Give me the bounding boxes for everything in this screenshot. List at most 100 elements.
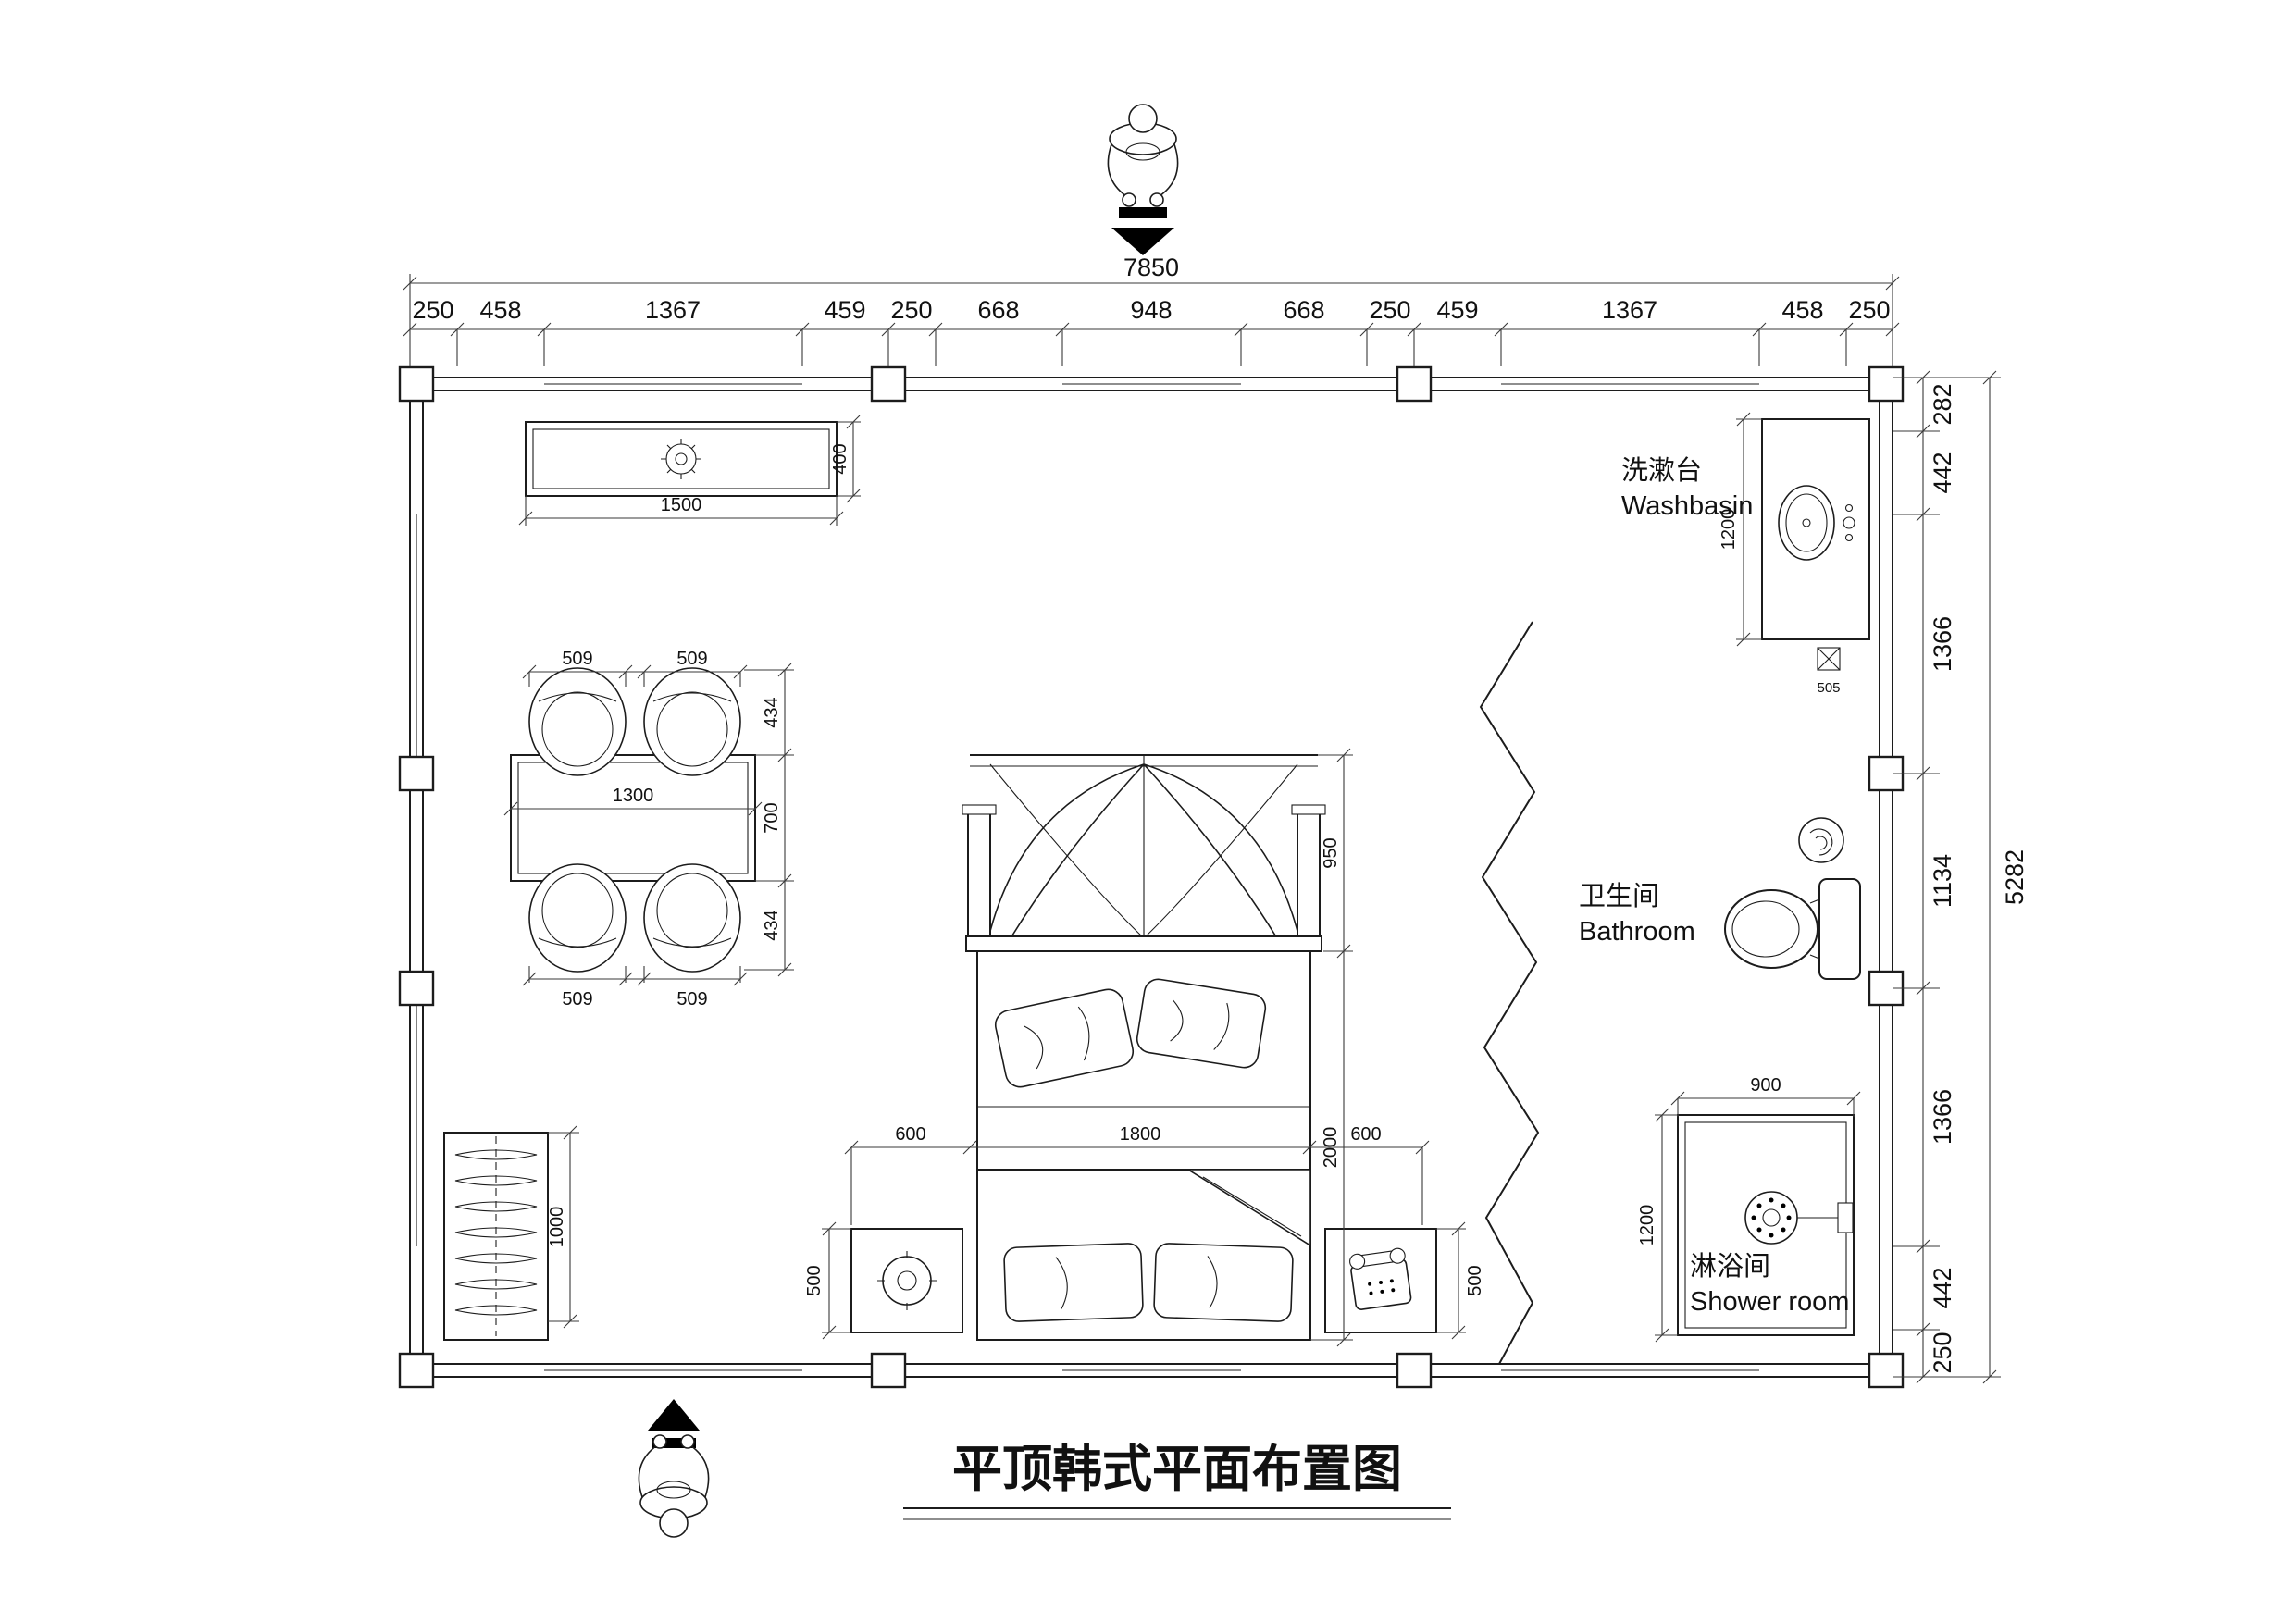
dim-label: 442 xyxy=(1929,1267,1956,1308)
dim-label: 1366 xyxy=(1929,616,1956,672)
phone-icon xyxy=(1349,1247,1412,1310)
dim-label: 600 xyxy=(895,1124,925,1145)
nightstand-right xyxy=(1324,1228,1437,1333)
dim-label: 1367 xyxy=(1602,296,1657,324)
hanger-icon xyxy=(454,1149,538,1316)
room-labels: 洗漱台 Washbasin 卫生间 Bathroom 淋浴间 Shower ro… xyxy=(1579,455,1849,1317)
dim-label: 282 xyxy=(1929,383,1956,425)
dim-label: 505 xyxy=(1817,680,1840,696)
nightstand-left xyxy=(850,1228,963,1333)
chair xyxy=(643,667,741,776)
ceiling-light-fixture xyxy=(525,421,838,497)
dimension-top-chain: 250 458 1367 459 250 668 948 668 250 459… xyxy=(403,296,1900,366)
dim-label: 1000 xyxy=(547,1207,567,1248)
shower-valve xyxy=(1837,1202,1854,1233)
blanket-fold xyxy=(1185,1169,1311,1247)
washbasin-icon xyxy=(1778,485,1855,561)
dim-label: 509 xyxy=(562,649,592,669)
shower-room xyxy=(1677,1114,1855,1336)
dim-label: 250 xyxy=(890,296,932,324)
pillow xyxy=(994,988,1135,1088)
dimension-shower: 900 1200 xyxy=(1637,1075,1861,1343)
pillow xyxy=(1003,1243,1144,1322)
drawing-title: 平顶韩式平面布置图 xyxy=(903,1442,1451,1520)
page-title: 平顶韩式平面布置图 xyxy=(952,1442,1402,1497)
dimension-wardrobe: 1000 xyxy=(547,1125,579,1329)
chair xyxy=(528,863,627,973)
dim-label: 948 xyxy=(1130,296,1172,324)
dim-label: 1500 xyxy=(661,495,702,515)
dim-label: 7850 xyxy=(1123,254,1179,281)
dim-label: 1366 xyxy=(1929,1089,1956,1145)
shower-label-zh: 淋浴间 xyxy=(1690,1251,1770,1282)
dim-label: 900 xyxy=(1750,1075,1781,1096)
person-figure-bottom xyxy=(638,1399,710,1538)
dim-label: 500 xyxy=(1465,1265,1485,1295)
dim-label: 250 xyxy=(412,296,453,324)
dim-label: 250 xyxy=(1369,296,1410,324)
person-figure-top xyxy=(1107,104,1179,255)
pillow xyxy=(1153,1243,1294,1322)
dimension-washbasin: 1200 505 xyxy=(1719,412,1841,696)
dining-table xyxy=(510,754,756,882)
dim-label: 668 xyxy=(977,296,1019,324)
bed-canopy xyxy=(962,754,1326,952)
dim-label: 509 xyxy=(676,989,707,1010)
dim-label: 509 xyxy=(562,989,592,1010)
floor-drain-square xyxy=(1817,647,1841,671)
arrow-up-icon xyxy=(648,1399,700,1448)
dimension-right-chain: 282 442 1366 1134 1366 442 250 xyxy=(1893,370,1956,1384)
shower-label-en: Shower room xyxy=(1690,1287,1849,1317)
bed xyxy=(976,950,1311,1341)
folding-partition xyxy=(1479,621,1540,1365)
shower-head-icon xyxy=(1744,1191,1838,1245)
dim-label: 5282 xyxy=(2001,849,2029,905)
lamp-icon xyxy=(877,1251,937,1310)
dining-chairs xyxy=(528,667,741,973)
chair xyxy=(643,863,741,973)
dim-label: 509 xyxy=(676,649,707,669)
dim-label: 434 xyxy=(762,697,782,727)
wall-columns xyxy=(398,365,1905,1389)
dim-label: 250 xyxy=(1848,296,1890,324)
dim-label: 458 xyxy=(1781,296,1823,324)
dim-label: 459 xyxy=(824,296,865,324)
window-lines xyxy=(416,383,1759,1371)
floor-drain-icon xyxy=(1798,817,1844,863)
toilet-icon xyxy=(1724,878,1861,980)
dim-label: 434 xyxy=(762,910,782,940)
dim-label: 1800 xyxy=(1120,1124,1161,1145)
dim-label: 250 xyxy=(1929,1332,1956,1373)
washbasin-label-zh: 洗漱台 xyxy=(1621,455,1702,486)
dim-label: 400 xyxy=(830,443,850,474)
washbasin-counter xyxy=(1761,418,1870,640)
outer-walls xyxy=(409,377,1893,1378)
dimension-top-total: 7850 xyxy=(403,254,1900,329)
dimension-bed: 950 2000 600 1800 600 500 500 xyxy=(804,748,1485,1347)
dim-label: 458 xyxy=(479,296,521,324)
dimension-dining: 1300 509 509 434 700 434 509 509 xyxy=(503,649,794,1010)
dim-label: 1300 xyxy=(613,786,654,806)
arrow-down-icon xyxy=(1111,207,1174,255)
dimension-right-total: 5282 xyxy=(1940,370,2029,1384)
dim-label: 600 xyxy=(1350,1124,1381,1145)
pillow xyxy=(1136,978,1267,1069)
dim-label: 700 xyxy=(762,802,782,833)
dim-label: 1367 xyxy=(645,296,701,324)
dimension-light: 1500 400 xyxy=(518,415,861,526)
dim-label: 668 xyxy=(1283,296,1324,324)
dim-label: 1200 xyxy=(1637,1205,1657,1246)
dim-label: 500 xyxy=(804,1265,825,1295)
dim-label: 459 xyxy=(1436,296,1478,324)
bathroom-label-zh: 卫生间 xyxy=(1579,881,1659,911)
dim-label: 950 xyxy=(1321,837,1341,868)
chair xyxy=(528,667,627,776)
dim-label: 1134 xyxy=(1929,854,1956,908)
dim-label: 442 xyxy=(1929,452,1956,493)
wardrobe xyxy=(443,1132,549,1341)
washbasin-label-en: Washbasin xyxy=(1621,491,1753,521)
dim-label: 1200 xyxy=(1719,509,1739,551)
bathroom-label-en: Bathroom xyxy=(1579,917,1695,947)
